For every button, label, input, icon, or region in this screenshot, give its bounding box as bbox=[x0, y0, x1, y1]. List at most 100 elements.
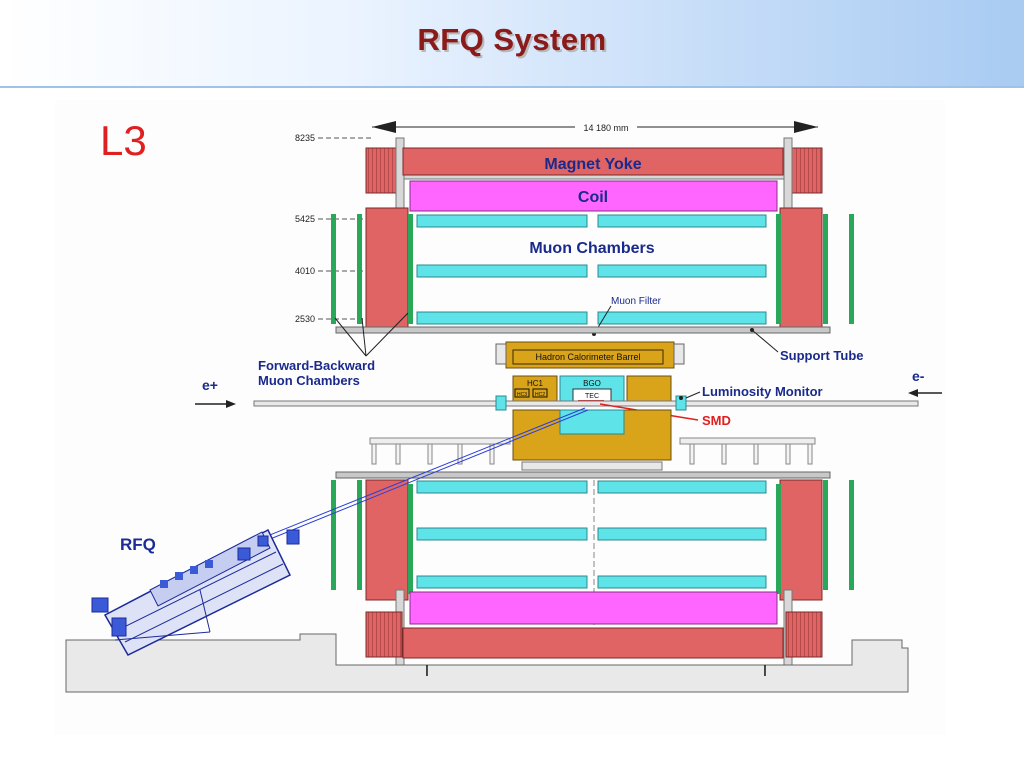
support-tube-bottom bbox=[335, 471, 831, 479]
fb-strip bbox=[823, 480, 828, 590]
frame-post bbox=[457, 443, 463, 465]
rfq-label: RFQ bbox=[120, 535, 156, 554]
frame-post bbox=[807, 443, 813, 465]
smd-label: SMD bbox=[702, 413, 731, 428]
fb-strip-inner-top-right bbox=[776, 214, 781, 324]
rfq-magnet bbox=[205, 560, 213, 568]
muon-chamber bbox=[416, 575, 588, 589]
luminosity-monitor-label: Luminosity Monitor bbox=[702, 384, 823, 399]
beam-pipe bbox=[253, 400, 919, 407]
support-tube-top bbox=[335, 326, 831, 334]
radius-2530: 2530 bbox=[295, 314, 315, 324]
dimension-label: 14 180 mm bbox=[583, 123, 628, 133]
yoke-side-bottom-right bbox=[779, 479, 823, 601]
fb-muon-label-line1: Forward-Backward bbox=[258, 358, 375, 373]
rfq-magnet bbox=[160, 580, 168, 588]
support-tube-label: Support Tube bbox=[780, 348, 864, 363]
muon-chamber bbox=[597, 480, 767, 494]
hc-endcap-right bbox=[626, 375, 672, 402]
hadron-barrel-label-box bbox=[512, 349, 664, 365]
frame-post bbox=[785, 443, 791, 465]
fb-strip bbox=[849, 214, 854, 324]
rfq-flange bbox=[286, 529, 300, 545]
frame-post bbox=[371, 443, 377, 465]
fb-pointer-3 bbox=[365, 312, 409, 357]
frame-post bbox=[753, 443, 759, 465]
yoke-side-top-left bbox=[365, 207, 409, 329]
muon-chamber bbox=[416, 480, 588, 494]
hc1-label: HC1 bbox=[527, 379, 544, 388]
positron-beam-label: e+ bbox=[202, 377, 218, 393]
frame-rail bbox=[679, 437, 816, 445]
fb-chambers-outer-top bbox=[331, 214, 854, 324]
yoke-side-bottom-left bbox=[365, 479, 409, 601]
frame-post bbox=[489, 443, 495, 465]
muon-chamber bbox=[597, 214, 767, 228]
hadron-endring-right bbox=[673, 343, 685, 365]
fb-strip bbox=[849, 480, 854, 590]
lumi-monitor-left bbox=[495, 395, 507, 411]
rfq-flange bbox=[111, 617, 127, 637]
bgo-bottom bbox=[559, 409, 625, 435]
radius-8235: 8235 bbox=[295, 133, 315, 143]
frame-rail bbox=[369, 437, 511, 445]
muon-chamber bbox=[597, 264, 767, 278]
fb-strip bbox=[331, 480, 336, 590]
rfq-rail bbox=[124, 563, 284, 643]
fb-strip-inner-bottom-left bbox=[408, 484, 413, 594]
rfq-flange bbox=[257, 535, 269, 547]
coil-top bbox=[409, 180, 778, 212]
hadron-barrel-label: Hadron Calorimeter Barrel bbox=[535, 352, 640, 362]
positron-arrow bbox=[226, 400, 236, 408]
yoke-side-top-right bbox=[779, 207, 823, 329]
electron-beam-label: e- bbox=[912, 368, 925, 384]
l3-logo: L3 bbox=[100, 117, 147, 164]
muon-chamber bbox=[416, 214, 588, 228]
fb-pointer-1 bbox=[334, 317, 367, 357]
support-foot-left: I bbox=[425, 663, 429, 680]
support-tube-pointer bbox=[751, 329, 779, 353]
support-foot-right: I bbox=[763, 663, 767, 680]
fb-strip bbox=[357, 214, 362, 324]
magnet-yoke-bottom bbox=[402, 627, 784, 659]
muon-chambers-bottom bbox=[416, 480, 767, 589]
muon-chamber bbox=[597, 575, 767, 589]
hadron-support-bottom bbox=[521, 461, 663, 471]
frame-post bbox=[427, 443, 433, 465]
muon-chamber bbox=[597, 311, 767, 325]
radius-5425: 5425 bbox=[295, 214, 315, 224]
yoke-cap-bottom-right bbox=[785, 611, 823, 658]
fb-strip-inner-top-left bbox=[408, 214, 413, 324]
rfq-beamline bbox=[244, 407, 586, 546]
hc2-box bbox=[532, 388, 548, 398]
frame-post bbox=[689, 443, 695, 465]
rfq-stand bbox=[114, 631, 211, 641]
inner-support-frame bbox=[369, 437, 816, 465]
coil-label: Coil bbox=[578, 189, 608, 206]
fb-strip bbox=[357, 480, 362, 590]
muon-filter-label: Muon Filter bbox=[611, 296, 662, 307]
magnet-yoke-label: Magnet Yoke bbox=[544, 156, 641, 173]
hc2-label: HC2 bbox=[535, 392, 545, 398]
muon-chamber bbox=[597, 527, 767, 541]
title-bar: RFQ System bbox=[0, 0, 1024, 88]
slide-title: RFQ System bbox=[417, 22, 607, 57]
fb-strip-inner-bottom-right bbox=[776, 484, 781, 594]
muon-chambers-label: Muon Chambers bbox=[529, 240, 654, 257]
cavern-floor bbox=[65, 633, 909, 693]
dimension-arrow-left bbox=[372, 121, 396, 133]
frame-post bbox=[721, 443, 727, 465]
fb-chambers-outer-bottom bbox=[331, 480, 854, 590]
electron-arrow bbox=[908, 389, 918, 397]
fb-pointer-2 bbox=[361, 317, 367, 357]
support-tube-dot bbox=[750, 328, 754, 332]
coil-bottom bbox=[409, 591, 778, 625]
frame-top-right bbox=[783, 137, 793, 214]
dimension-label-bg bbox=[575, 121, 637, 133]
muon-chamber bbox=[416, 311, 588, 325]
rfq-beamline bbox=[247, 409, 589, 549]
rfq-apparatus bbox=[91, 528, 300, 656]
muon-chamber bbox=[416, 527, 588, 541]
radius-4010: 4010 bbox=[295, 266, 315, 276]
